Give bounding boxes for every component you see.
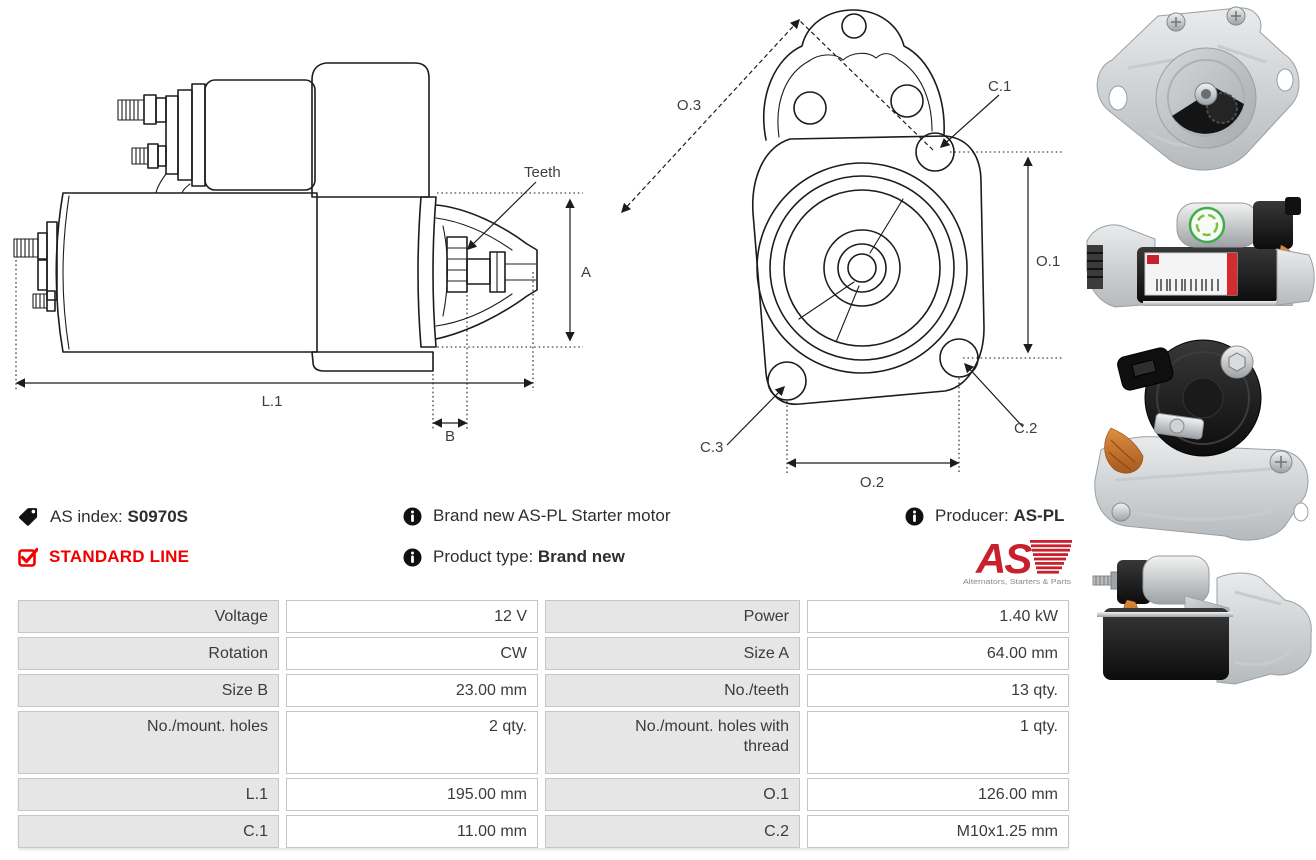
spec-label: No./teeth bbox=[545, 674, 800, 707]
starter-rear-art bbox=[1094, 339, 1309, 541]
spec-label: Power bbox=[545, 600, 800, 633]
spec-value: 1.40 kW bbox=[807, 600, 1069, 633]
brand-new-text: Brand new AS-PL Starter motor bbox=[433, 506, 671, 525]
technical-diagrams: A Teeth L.1 B bbox=[13, 9, 1063, 491]
spec-value: 13 qty. bbox=[807, 674, 1069, 707]
product-type-label: Product type: bbox=[433, 547, 534, 566]
product-photo-drive-end[interactable] bbox=[1088, 2, 1310, 182]
as-pl-logo-stripes bbox=[1030, 540, 1072, 574]
spec-label: Size A bbox=[545, 637, 800, 670]
starter-side2-art bbox=[1092, 555, 1312, 685]
starter-bracket-art bbox=[1096, 6, 1300, 171]
spec-label: C.1 bbox=[18, 815, 279, 848]
standard-line-label: STANDARD LINE bbox=[49, 547, 190, 566]
producer-row: Producer: AS-PL bbox=[905, 506, 1064, 526]
spec-value: 195.00 mm bbox=[286, 778, 538, 811]
spec-label: L.1 bbox=[18, 778, 279, 811]
checkbox-checked-icon bbox=[18, 547, 38, 567]
front-view-diagram: O.3 O.1 O.2 C.1 C.2 C.3 bbox=[621, 9, 1063, 491]
spec-value: 1 qty. bbox=[807, 711, 1069, 774]
tag-icon bbox=[19, 508, 38, 526]
product-type-value: Brand new bbox=[537, 547, 625, 566]
as-index-label: AS index: bbox=[50, 506, 123, 526]
spec-value: M10x1.25 mm bbox=[807, 815, 1069, 848]
spec-label: Rotation bbox=[18, 637, 279, 670]
info-icon bbox=[905, 507, 924, 525]
dim-label-b: B bbox=[445, 428, 455, 445]
producer-value: AS-PL bbox=[1013, 506, 1065, 525]
dim-label-o3: O.3 bbox=[677, 97, 701, 114]
spec-value: 11.00 mm bbox=[286, 815, 538, 848]
product-type-row: Product type: Brand new bbox=[403, 547, 625, 567]
teeth-label: Teeth bbox=[524, 164, 561, 181]
as-index-row: AS index: S0970S bbox=[18, 506, 188, 527]
as-index-value: S0970S bbox=[127, 506, 189, 526]
spec-value: 23.00 mm bbox=[286, 674, 538, 707]
spec-label: O.1 bbox=[545, 778, 800, 811]
dim-label-o1: O.1 bbox=[1036, 253, 1060, 270]
spec-value: CW bbox=[286, 637, 538, 670]
starter-side-art bbox=[1086, 197, 1315, 308]
product-photo-side-label[interactable] bbox=[1085, 189, 1316, 317]
spec-label: No./mount. holes bbox=[18, 711, 279, 774]
product-photo-solenoid-rear[interactable] bbox=[1085, 330, 1316, 545]
as-pl-logo-text: AS bbox=[975, 535, 1032, 582]
spec-label: C.2 bbox=[545, 815, 800, 848]
spec-value: 12 V bbox=[286, 600, 538, 633]
dim-label-c3: C.3 bbox=[700, 439, 723, 456]
brand-new-row: Brand new AS-PL Starter motor bbox=[403, 506, 670, 526]
spec-value: 126.00 mm bbox=[807, 778, 1069, 811]
spec-table: Voltage 12 V Power 1.40 kW Rotation CW S… bbox=[18, 600, 1069, 848]
dim-label-l1: L.1 bbox=[262, 393, 283, 410]
dim-label-c2: C.2 bbox=[1014, 420, 1037, 437]
standard-line-row: STANDARD LINE bbox=[18, 547, 189, 567]
spec-label: Voltage bbox=[18, 600, 279, 633]
info-icon bbox=[403, 548, 422, 566]
dim-label-a: A bbox=[581, 264, 591, 281]
dim-label-c1: C.1 bbox=[988, 78, 1011, 95]
side-view-diagram: A Teeth L.1 B bbox=[13, 62, 591, 445]
info-icon bbox=[403, 507, 422, 525]
dim-label-o2: O.2 bbox=[860, 474, 884, 491]
spec-value: 64.00 mm bbox=[807, 637, 1069, 670]
as-pl-logo-caption: Alternators, Starters & Parts bbox=[963, 577, 1071, 586]
spec-label: No./mount. holes with thread bbox=[545, 711, 800, 774]
spec-label: Size B bbox=[18, 674, 279, 707]
producer-label: Producer: bbox=[935, 506, 1009, 525]
as-pl-logo: AS Alternators, Starters & Parts bbox=[963, 535, 1072, 586]
spec-value: 2 qty. bbox=[286, 711, 538, 774]
product-photo-side-2[interactable] bbox=[1085, 552, 1316, 690]
